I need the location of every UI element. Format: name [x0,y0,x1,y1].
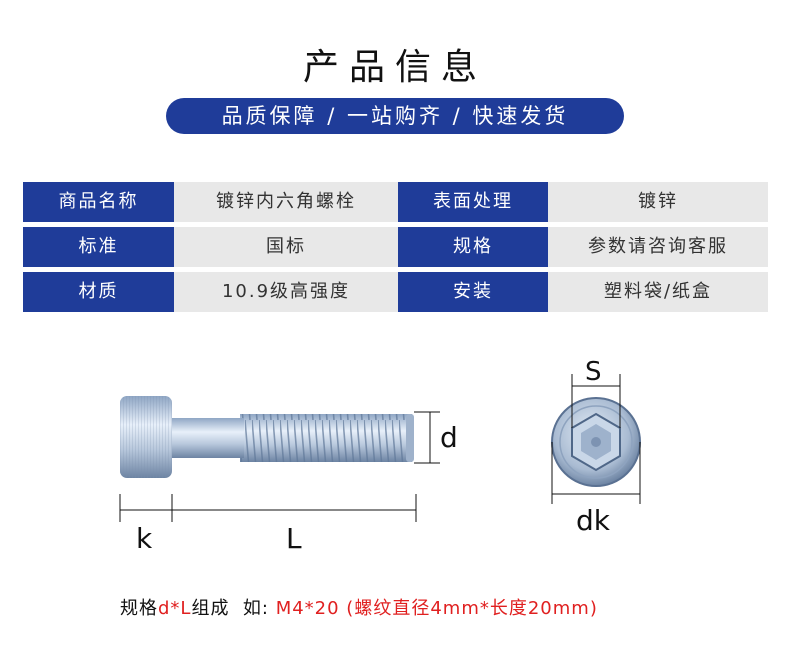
spec-table-row: 标准 国标 规格 参数请咨询客服 [23,227,768,267]
spec-note: 规格d*L组成 如: M4*20 (螺纹直径4mm*长度20mm) [120,594,598,620]
spec-value: 参数请咨询客服 [548,227,768,267]
bolt-diagram: d k L S dk [119,357,641,555]
spec-value: 镀锌内六角螺栓 [174,182,398,222]
spec-note-middle: 组成 如: [191,598,276,619]
spec-note-formula: d*L [158,598,192,619]
label-l: L [286,522,302,555]
spec-label: 表面处理 [398,182,548,222]
dimension-k-l [119,494,417,522]
spec-value: 塑料袋/纸盒 [548,272,768,312]
dimension-d [414,411,440,464]
spec-label: 材质 [23,272,174,312]
spec-label: 标准 [23,227,174,267]
dimension-s [571,374,621,428]
spec-label: 安装 [398,272,548,312]
bolt-end-view [551,397,641,487]
dimension-dk [551,442,641,504]
spec-label: 规格 [398,227,548,267]
spec-label: 商品名称 [23,182,174,222]
label-dk: dk [576,504,611,537]
page-title: 产品信息 [302,47,487,88]
label-k: k [136,522,153,555]
slogan-banner: 品质保障 / 一站购齐 / 快速发货 [166,98,624,134]
spec-table-row: 材质 10.9级高强度 安装 塑料袋/纸盒 [23,272,768,312]
label-s: S [585,357,602,387]
label-d: d [440,421,458,454]
spec-note-prefix: 规格 [120,598,158,619]
spec-table-row: 商品名称 镀锌内六角螺栓 表面处理 镀锌 [23,182,768,222]
spec-value: 国标 [174,227,398,267]
spec-note-example: M4*20 (螺纹直径4mm*长度20mm) [275,598,598,619]
spec-value: 10.9级高强度 [174,272,398,312]
bolt-side-view [120,396,414,478]
spec-value: 镀锌 [548,182,768,222]
